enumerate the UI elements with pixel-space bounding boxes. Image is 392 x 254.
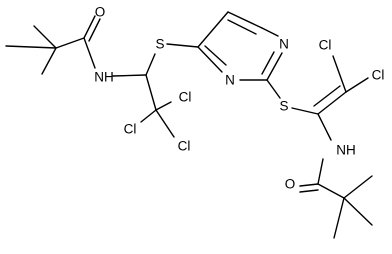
bond bbox=[266, 79, 281, 99]
bond bbox=[83, 37, 96, 69]
atom-n1: N bbox=[279, 37, 289, 52]
atom-nh1: NH bbox=[94, 70, 114, 85]
bond bbox=[197, 11, 229, 48]
bond bbox=[299, 189, 319, 193]
bond bbox=[333, 197, 345, 239]
bond bbox=[197, 46, 223, 73]
bond bbox=[227, 11, 263, 29]
bond bbox=[166, 43, 199, 48]
atom-cl2: Cl bbox=[124, 122, 137, 137]
atom-cl3: Cl bbox=[178, 139, 191, 154]
atom-cl4: Cl bbox=[319, 38, 332, 53]
atom-labels: O NH S N N S Cl Cl Cl Cl Cl NH O bbox=[94, 5, 384, 192]
bond bbox=[291, 107, 319, 115]
bond bbox=[317, 183, 345, 199]
atom-o2: O bbox=[285, 177, 296, 192]
bond bbox=[313, 85, 341, 107]
bonds bbox=[5, 11, 373, 239]
bond bbox=[266, 52, 283, 81]
atom-nh2: NH bbox=[336, 143, 356, 158]
atom-cl1: Cl bbox=[179, 90, 192, 105]
bond bbox=[88, 18, 101, 42]
bond bbox=[83, 15, 96, 39]
bond bbox=[299, 183, 319, 187]
bond bbox=[145, 53, 156, 76]
atom-s2: S bbox=[279, 99, 288, 114]
bond bbox=[5, 45, 57, 49]
atom-cl5: Cl bbox=[372, 68, 385, 83]
bond bbox=[112, 74, 147, 77]
bond bbox=[343, 197, 373, 226]
bond bbox=[317, 91, 347, 115]
bond bbox=[155, 109, 175, 138]
bond bbox=[140, 109, 157, 123]
bond bbox=[33, 25, 57, 49]
bond bbox=[345, 77, 369, 93]
bond bbox=[155, 101, 172, 111]
atom-n2: N bbox=[225, 73, 235, 88]
bond bbox=[261, 27, 279, 37]
bond bbox=[55, 37, 85, 49]
bond bbox=[261, 51, 275, 75]
bond bbox=[227, 19, 257, 35]
atom-s1: S bbox=[155, 37, 164, 52]
bond bbox=[145, 74, 157, 111]
bond bbox=[204, 45, 227, 66]
bond bbox=[41, 47, 57, 75]
bond bbox=[317, 158, 324, 185]
bond bbox=[343, 175, 373, 199]
atom-o1: O bbox=[95, 5, 106, 20]
bond bbox=[317, 113, 332, 141]
bond bbox=[332, 55, 347, 93]
